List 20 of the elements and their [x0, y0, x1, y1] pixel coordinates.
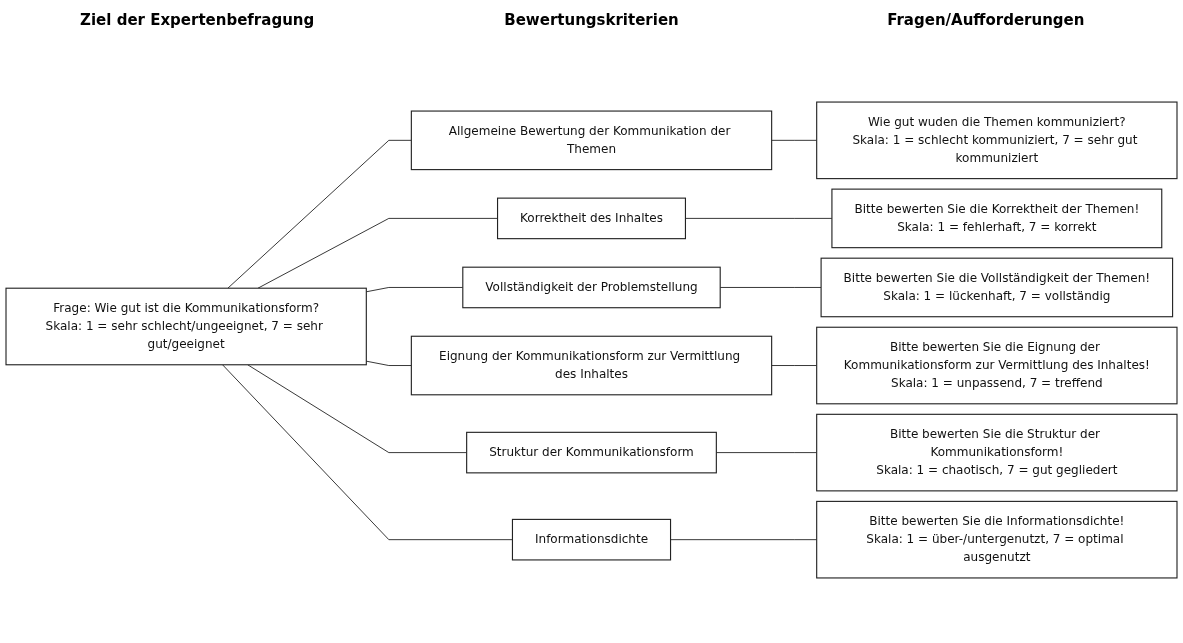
node-box: Vollständigkeit der Problemstellung — [462, 266, 721, 309]
node-box: Allgemeine Bewertung der Kommunikation der Themen — [410, 110, 773, 171]
node-box: Bitte bewerten Sie die Korrektheit der Themen! Skala: 1 = fehlerhaft, 7 = korrekt — [831, 188, 1163, 249]
connector — [222, 364, 513, 541]
node-box: Bitte bewerten Sie die Informationsdichte! Skala: 1 = über-/untergenutzt, 7 = optimal ausgenutzt — [816, 500, 1178, 579]
column-heading: Fragen/Aufforderungen — [887, 11, 1085, 29]
node-box: Bitte bewerten Sie die Eignung der Kommunikationsform zur Vermittlung des Inhaltes! Skala: 1 = unpassend, 7 = treffend — [816, 326, 1178, 405]
connector — [365, 360, 412, 366]
column-heading: Ziel der Expertenbefragung — [80, 11, 315, 29]
node-box: Frage: Wie gut ist die Kommunikationsform? Skala: 1 = sehr schlecht/ungeeignet, 7 = sehr gut/geeignet — [5, 287, 367, 366]
node-box: Eignung der Kommunikationsform zur Vermittlung des Inhaltes — [410, 335, 773, 396]
node-box: Informationsdichte — [511, 518, 672, 561]
connector — [257, 217, 498, 289]
node-box: Bitte bewerten Sie die Struktur der Kommunikationsform! Skala: 1 = chaotisch, 7 = gut gegliedert — [816, 413, 1178, 492]
node-box: Bitte bewerten Sie die Vollständigkeit der Themen! Skala: 1 = lückenhaft, 7 = vollständig — [820, 257, 1174, 318]
node-box: Struktur der Kommunikationsform — [466, 431, 717, 474]
column-heading: Bewertungskriterien — [504, 11, 679, 29]
connector — [227, 139, 412, 289]
node-box: Wie gut wuden die Themen kommuniziert? Skala: 1 = schlecht kommuniziert, 7 = sehr gut kommuniziert — [816, 101, 1178, 180]
node-box: Korrektheit des Inhaltes — [497, 197, 686, 240]
